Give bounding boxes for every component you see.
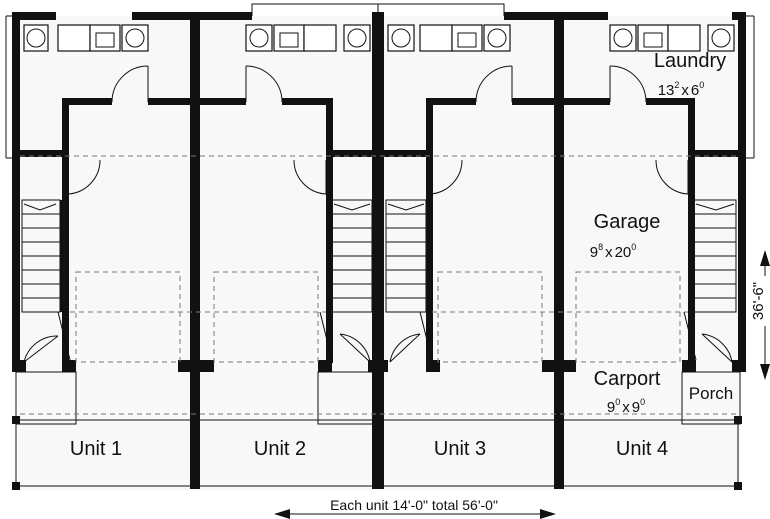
unit-2-label: Unit 2: [254, 438, 306, 460]
unit-3-label: Unit 3: [434, 438, 486, 460]
laundry-appliances: [23, 24, 735, 52]
porch-label: Porch: [689, 384, 733, 403]
laundry-label: Laundry: [654, 50, 726, 72]
width-dimension-label: Each unit 14'-0" total 56'-0": [330, 497, 498, 513]
depth-dimension-label: 36'-6": [750, 282, 767, 320]
garage-label: Garage: [594, 211, 661, 233]
unit-4-label: Unit 4: [616, 438, 668, 460]
rear-outline: [5, 3, 755, 159]
width-dimension: Each unit 14'-0" total 56'-0": [274, 496, 556, 519]
stairs: [21, 199, 737, 313]
carport-outlines: [15, 371, 741, 487]
door-swings: [23, 65, 733, 363]
unit-1-label: Unit 1: [70, 438, 122, 460]
walls: [12, 12, 746, 490]
depth-dimension: 36'-6": [750, 250, 770, 380]
overhead-dashed-lines: [20, 155, 738, 415]
carport-label: Carport: [594, 368, 661, 390]
